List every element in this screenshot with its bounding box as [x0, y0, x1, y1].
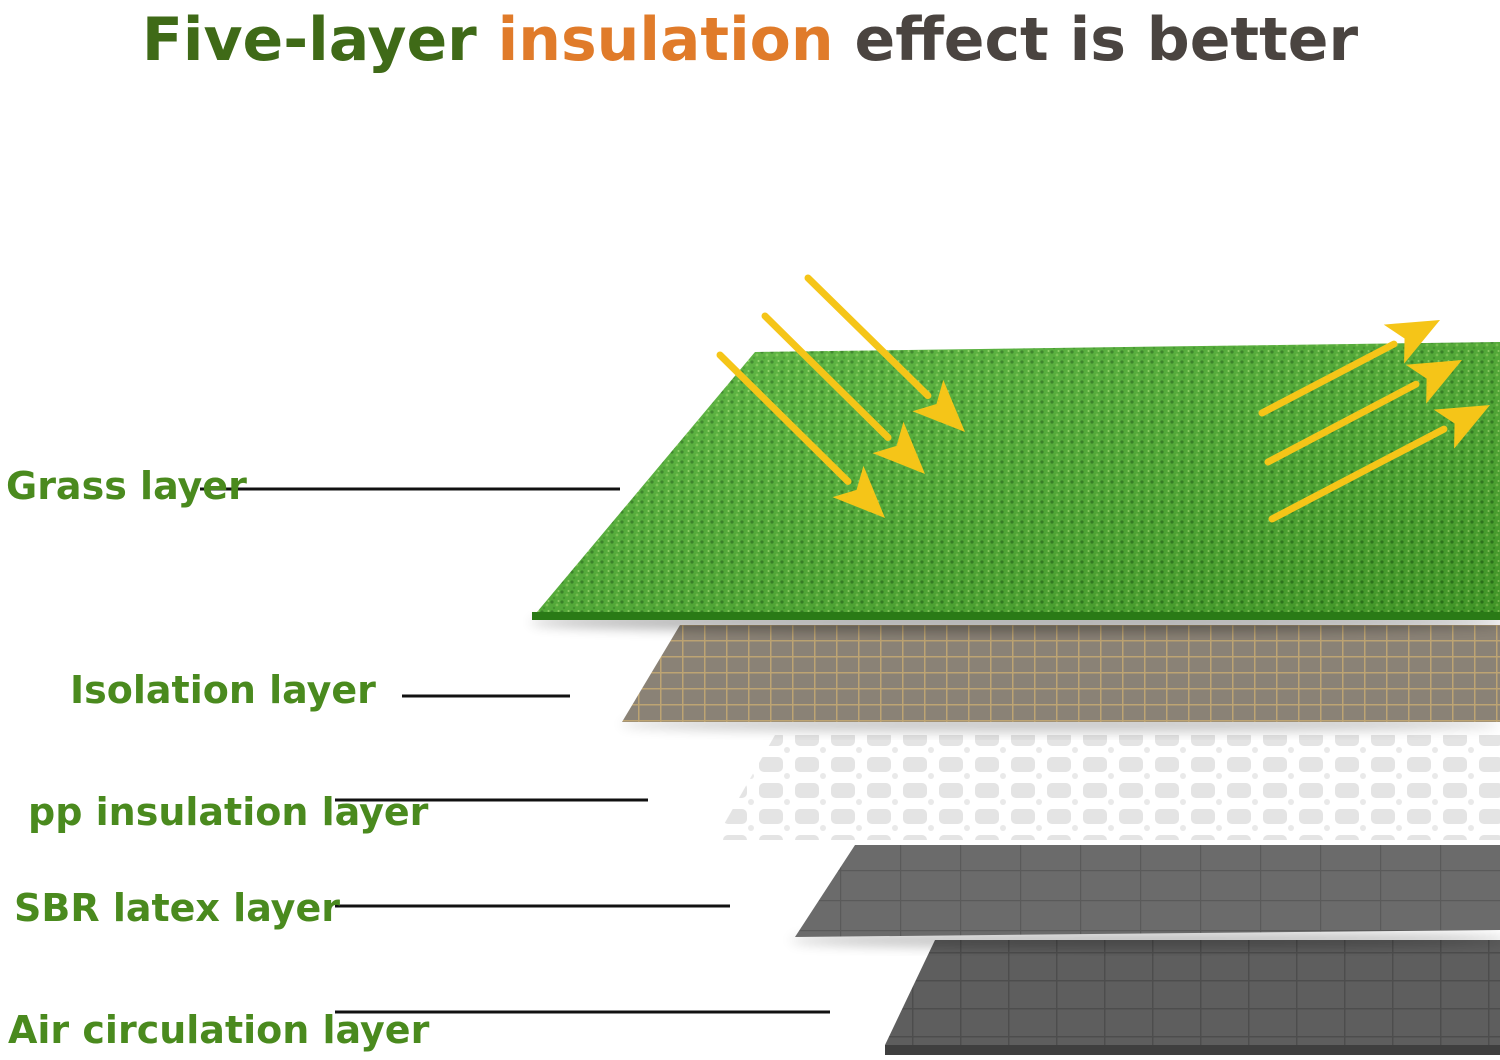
isolation-layer-shape	[620, 625, 1500, 732]
air-circulation-layer-shape	[885, 940, 1500, 1055]
grass-layer-shape	[530, 342, 1500, 632]
label-air-circulation-layer: Air circulation layer	[8, 1008, 429, 1052]
label-pp-insulation-layer: pp insulation layer	[28, 790, 428, 834]
label-sbr-latex-layer: SBR latex layer	[14, 886, 340, 930]
label-isolation-layer: Isolation layer	[70, 668, 376, 712]
sbr-latex-layer-shape	[790, 845, 1500, 948]
label-grass-layer: Grass layer	[6, 464, 247, 508]
pp-insulation-layer-shape	[715, 735, 1500, 840]
